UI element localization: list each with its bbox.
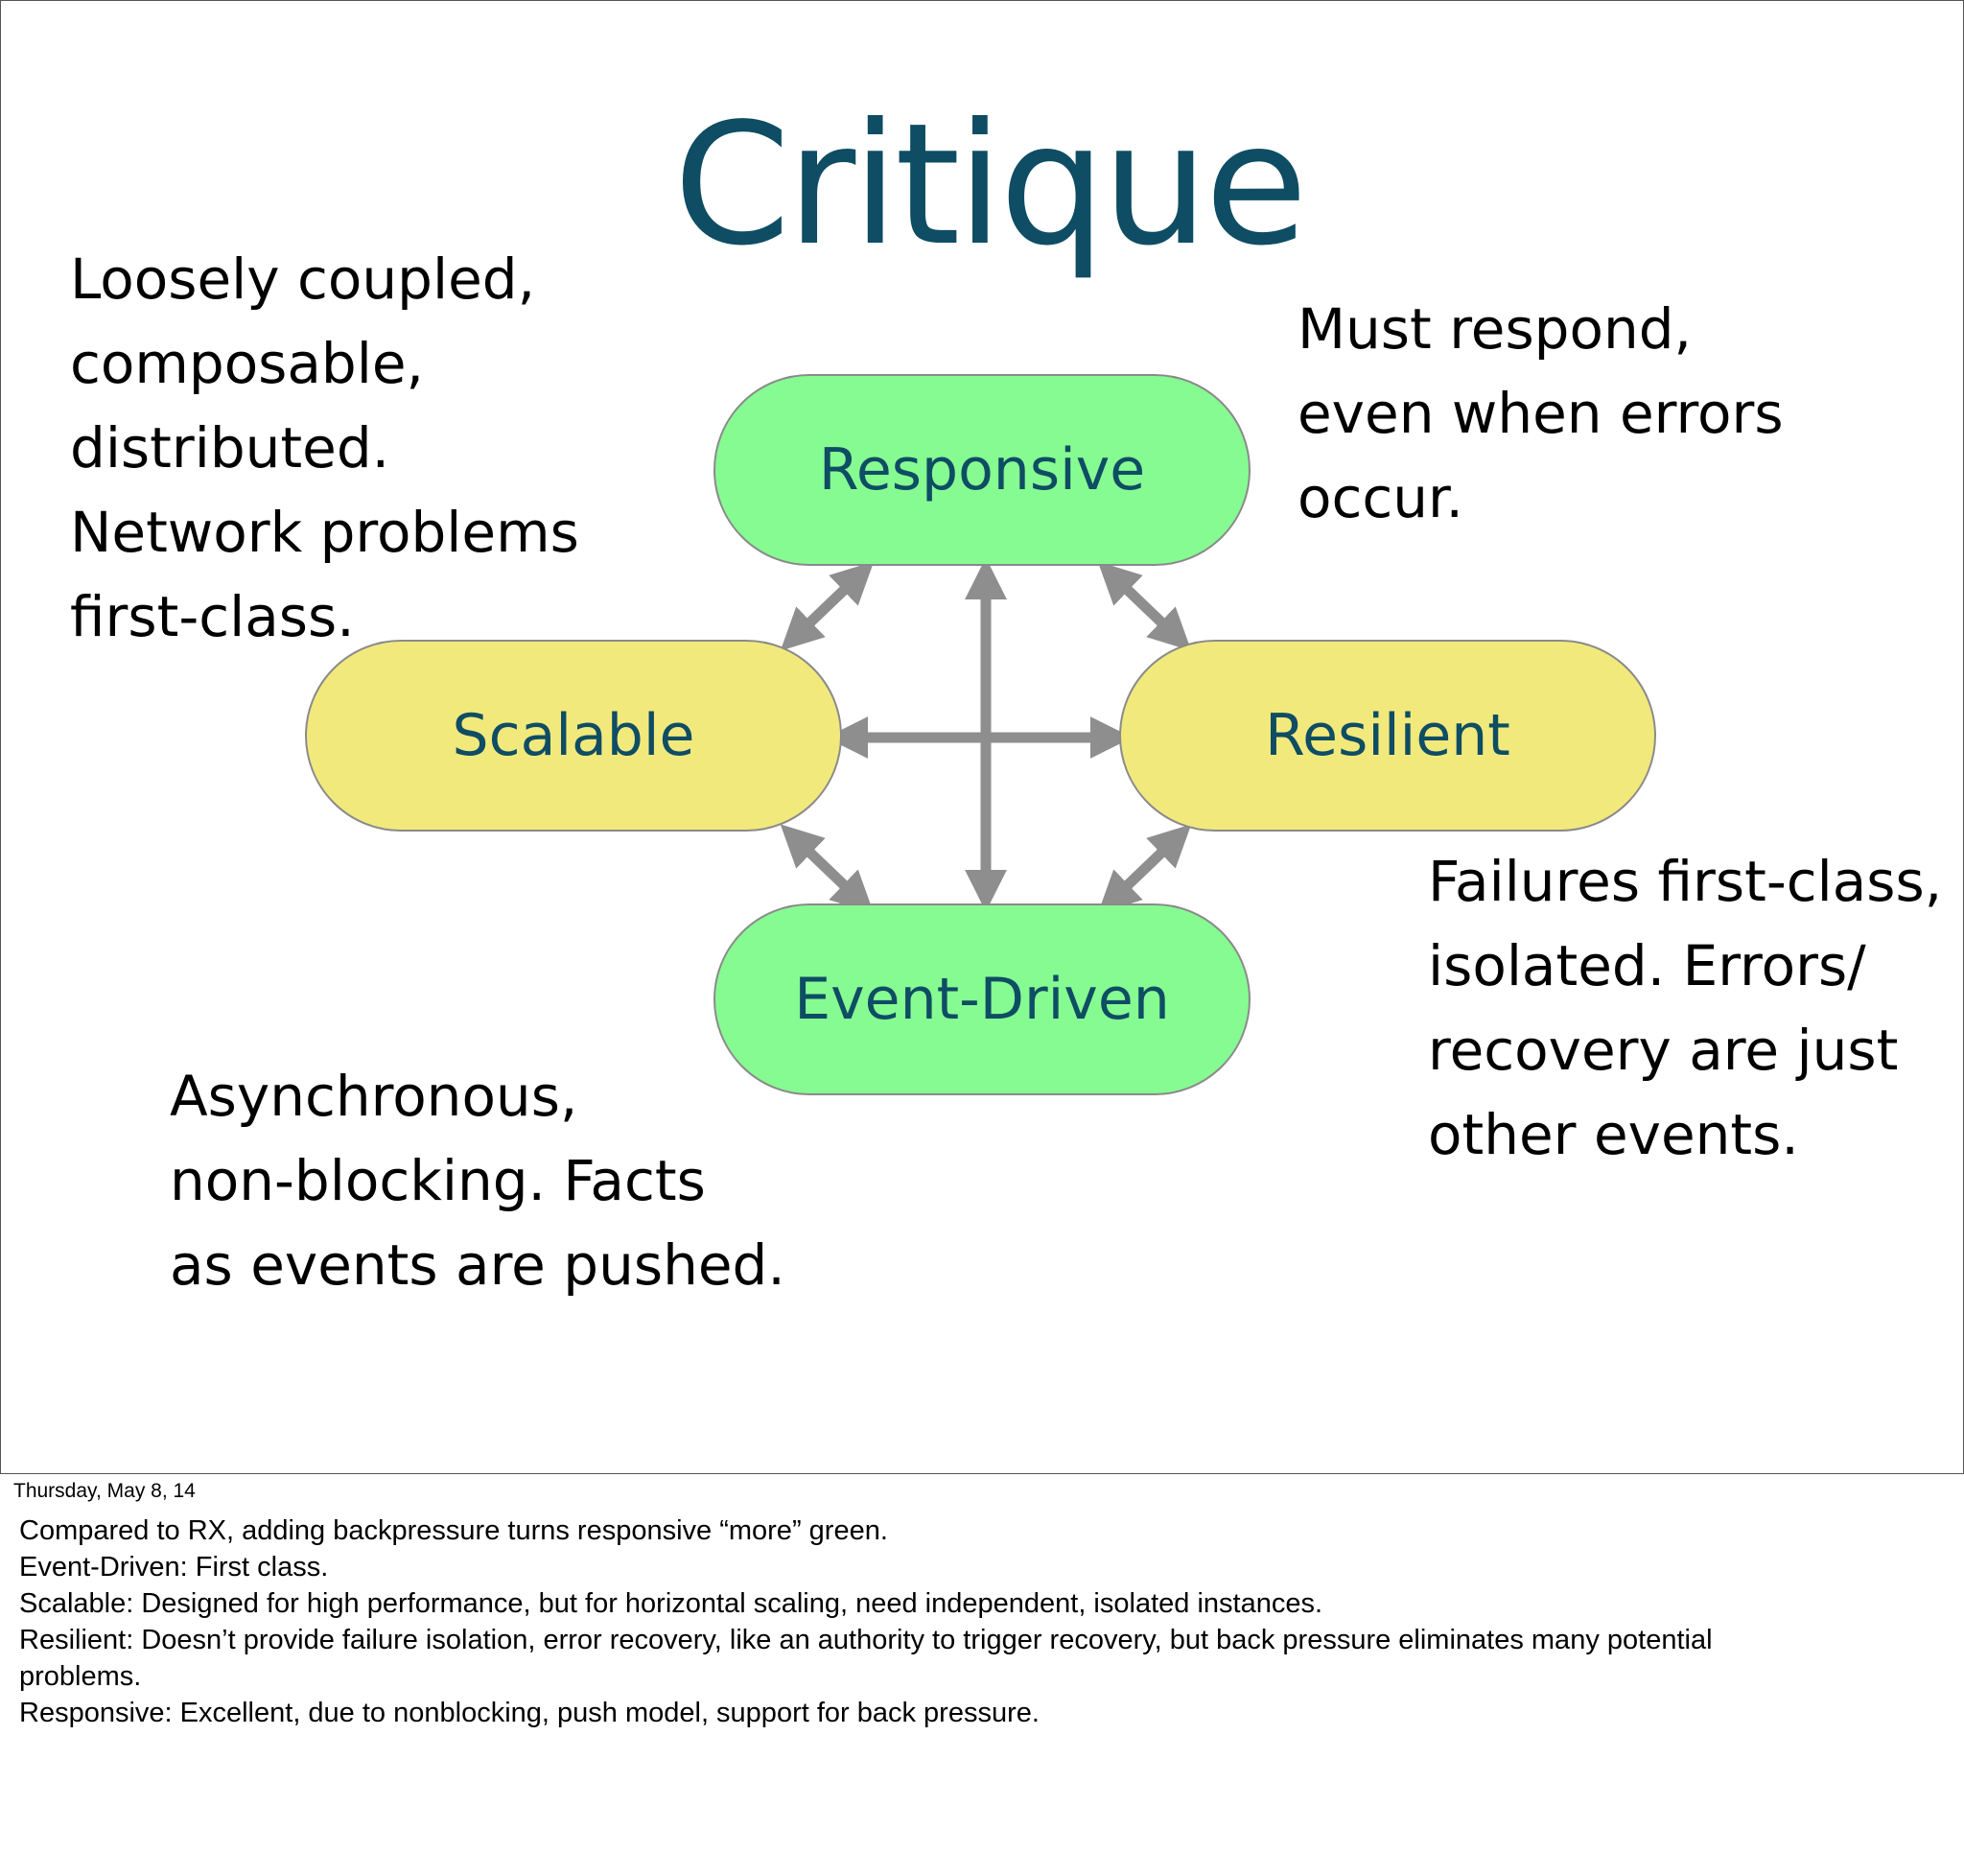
annotation-line: Failures first-class, [1428,849,1943,914]
annotation-bottom-right: Failures first-class, isolated. Errors/ … [1428,839,1942,1177]
annotation-line: non-blocking. Facts [170,1148,706,1213]
notes-line: Scalable: Designed for high performance,… [19,1588,1323,1619]
annotation-line: even when errors [1298,381,1784,446]
annotation-top-right: Must respond, even when errors occur. [1298,287,1784,540]
annotation-line: Asynchronous, [170,1064,578,1129]
annotation-line: Network problems [70,500,579,565]
slide: Critique Loosely coupled, composable, di… [0,0,1964,1474]
connector-arrows [780,557,1192,914]
annotation-line: other events. [1428,1102,1799,1167]
notes-line: Resilient: Doesn’t provide failure isola… [19,1625,1713,1655]
annotation-line: first-class. [70,584,355,649]
slide-title: Critique [673,88,1308,283]
node-event-driven: Event-Driven [713,903,1251,1095]
annotation-line: isolated. Errors/ [1428,933,1866,998]
notes-line: Compared to RX, adding backpressure turn… [19,1515,888,1546]
speaker-notes-area: Thursday, May 8, 14 Compared to RX, addi… [0,1472,1964,1876]
annotation-line: distributed. [70,415,390,481]
annotation-top-left: Loosely coupled, composable, distributed… [70,237,579,659]
notes-line: Event-Driven: First class. [19,1552,329,1583]
arrow-scalable-event [780,824,875,914]
notes-date: Thursday, May 8, 14 [13,1480,196,1502]
annotation-line: occur. [1298,465,1463,530]
node-scalable: Scalable [305,640,842,832]
annotation-line: Loosely coupled, [70,246,536,312]
annotation-line: as events are pushed. [170,1232,785,1298]
arrow-responsive-resilient [1097,561,1192,651]
annotation-line: composable, [70,331,424,396]
annotation-bottom-left: Asynchronous, non-blocking. Facts as eve… [170,1054,785,1307]
arrow-resilient-event [1097,824,1192,914]
notes-line: Responsive: Excellent, due to nonblockin… [19,1698,1040,1728]
speaker-notes: Compared to RX, adding backpressure turn… [19,1513,1937,1731]
arrow-responsive-scalable [780,561,875,651]
notes-line: problems. [19,1661,142,1692]
annotation-line: Must respond, [1298,296,1692,362]
node-resilient: Resilient [1119,640,1656,832]
annotation-line: recovery are just [1428,1018,1899,1083]
node-responsive: Responsive [713,374,1251,566]
